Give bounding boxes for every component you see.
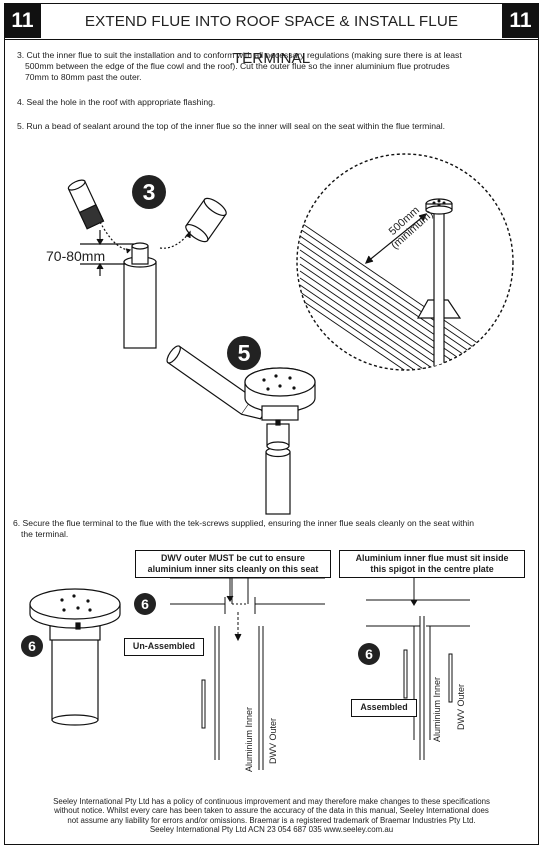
step-3-line-1: 3. Cut the inner flue to suit the instal… (17, 50, 462, 60)
dwv-seat-callout: DWV outer MUST be cut to ensure aluminiu… (135, 550, 331, 578)
footer-disclaimer: Seeley International Pty Ltd has a polic… (10, 797, 533, 835)
aluminium-inner-label-assembled: Aluminium Inner (432, 676, 442, 742)
assembled-tag: Assembled (351, 699, 417, 717)
footer-line-3: not assume any liability for errors and/… (67, 815, 476, 825)
roof-clearance-detail (296, 153, 514, 371)
page-frame (4, 3, 539, 845)
step-3-text: 3. Cut the inner flue to suit the instal… (17, 50, 517, 84)
step-6-badge-assembled: 6 (365, 646, 373, 662)
page-title: EXTEND FLUE INTO ROOF SPACE & INSTALL FL… (84, 13, 459, 67)
assembled-section (366, 578, 470, 760)
footer-line-2: without notice. Whilst every care has be… (54, 806, 489, 816)
step-4-text: 4. Seal the hole in the roof with approp… (17, 97, 216, 107)
unassembled-tag: Un-Assembled (124, 638, 204, 656)
page-number-right: 11 (502, 3, 539, 38)
step-6-text: 6. Secure the flue terminal to the flue … (13, 518, 513, 540)
step-6-line-2: the terminal. (21, 529, 69, 540)
step-5-text: 5. Run a bead of sealant around the top … (17, 121, 446, 131)
dwv-seat-callout-line-2: aluminium inner sits cleanly on this sea… (147, 564, 319, 574)
step-6-line-1: 6. Secure the flue terminal to the flue … (13, 518, 474, 528)
step-badges (21, 175, 380, 665)
step-6-badge-unassembled: 6 (141, 596, 149, 612)
step-5-badge: 5 (237, 340, 251, 366)
spigot-callout: Aluminium inner flue must sit inside thi… (339, 550, 525, 578)
sealant-figure (166, 345, 316, 515)
dwv-outer-label-assembled: DWV Outer (456, 683, 466, 730)
step-3-badge: 3 (142, 179, 156, 205)
step-6-badge-left: 6 (28, 638, 36, 654)
dwv-seat-callout-line-1: DWV outer MUST be cut to ensure (161, 553, 305, 563)
terminal-fitted-figure (29, 588, 121, 726)
page-header: 11 EXTEND FLUE INTO ROOF SPACE & INSTALL… (4, 3, 539, 67)
spigot-callout-line-1: Aluminium inner flue must sit inside (355, 553, 509, 563)
dwv-outer-label-unassembled: DWV Outer (268, 717, 278, 764)
footer-line-1: Seeley International Pty Ltd has a polic… (53, 797, 490, 806)
aluminium-inner-label-unassembled: Aluminium Inner (244, 706, 254, 772)
footer-line-4: Seeley International Pty Ltd ACN 23 054 … (149, 825, 394, 835)
cut-flue-figure (67, 179, 227, 349)
step-3-line-2: 500mm between the edge of the flue cowl … (25, 61, 450, 72)
protrusion-dimension-label: 70-80mm (46, 248, 106, 264)
spigot-callout-line-2: this spigot in the centre plate (370, 564, 494, 574)
page-number-left: 11 (4, 3, 41, 38)
step-3-line-3: 70mm to 80mm past the outer. (25, 72, 142, 83)
